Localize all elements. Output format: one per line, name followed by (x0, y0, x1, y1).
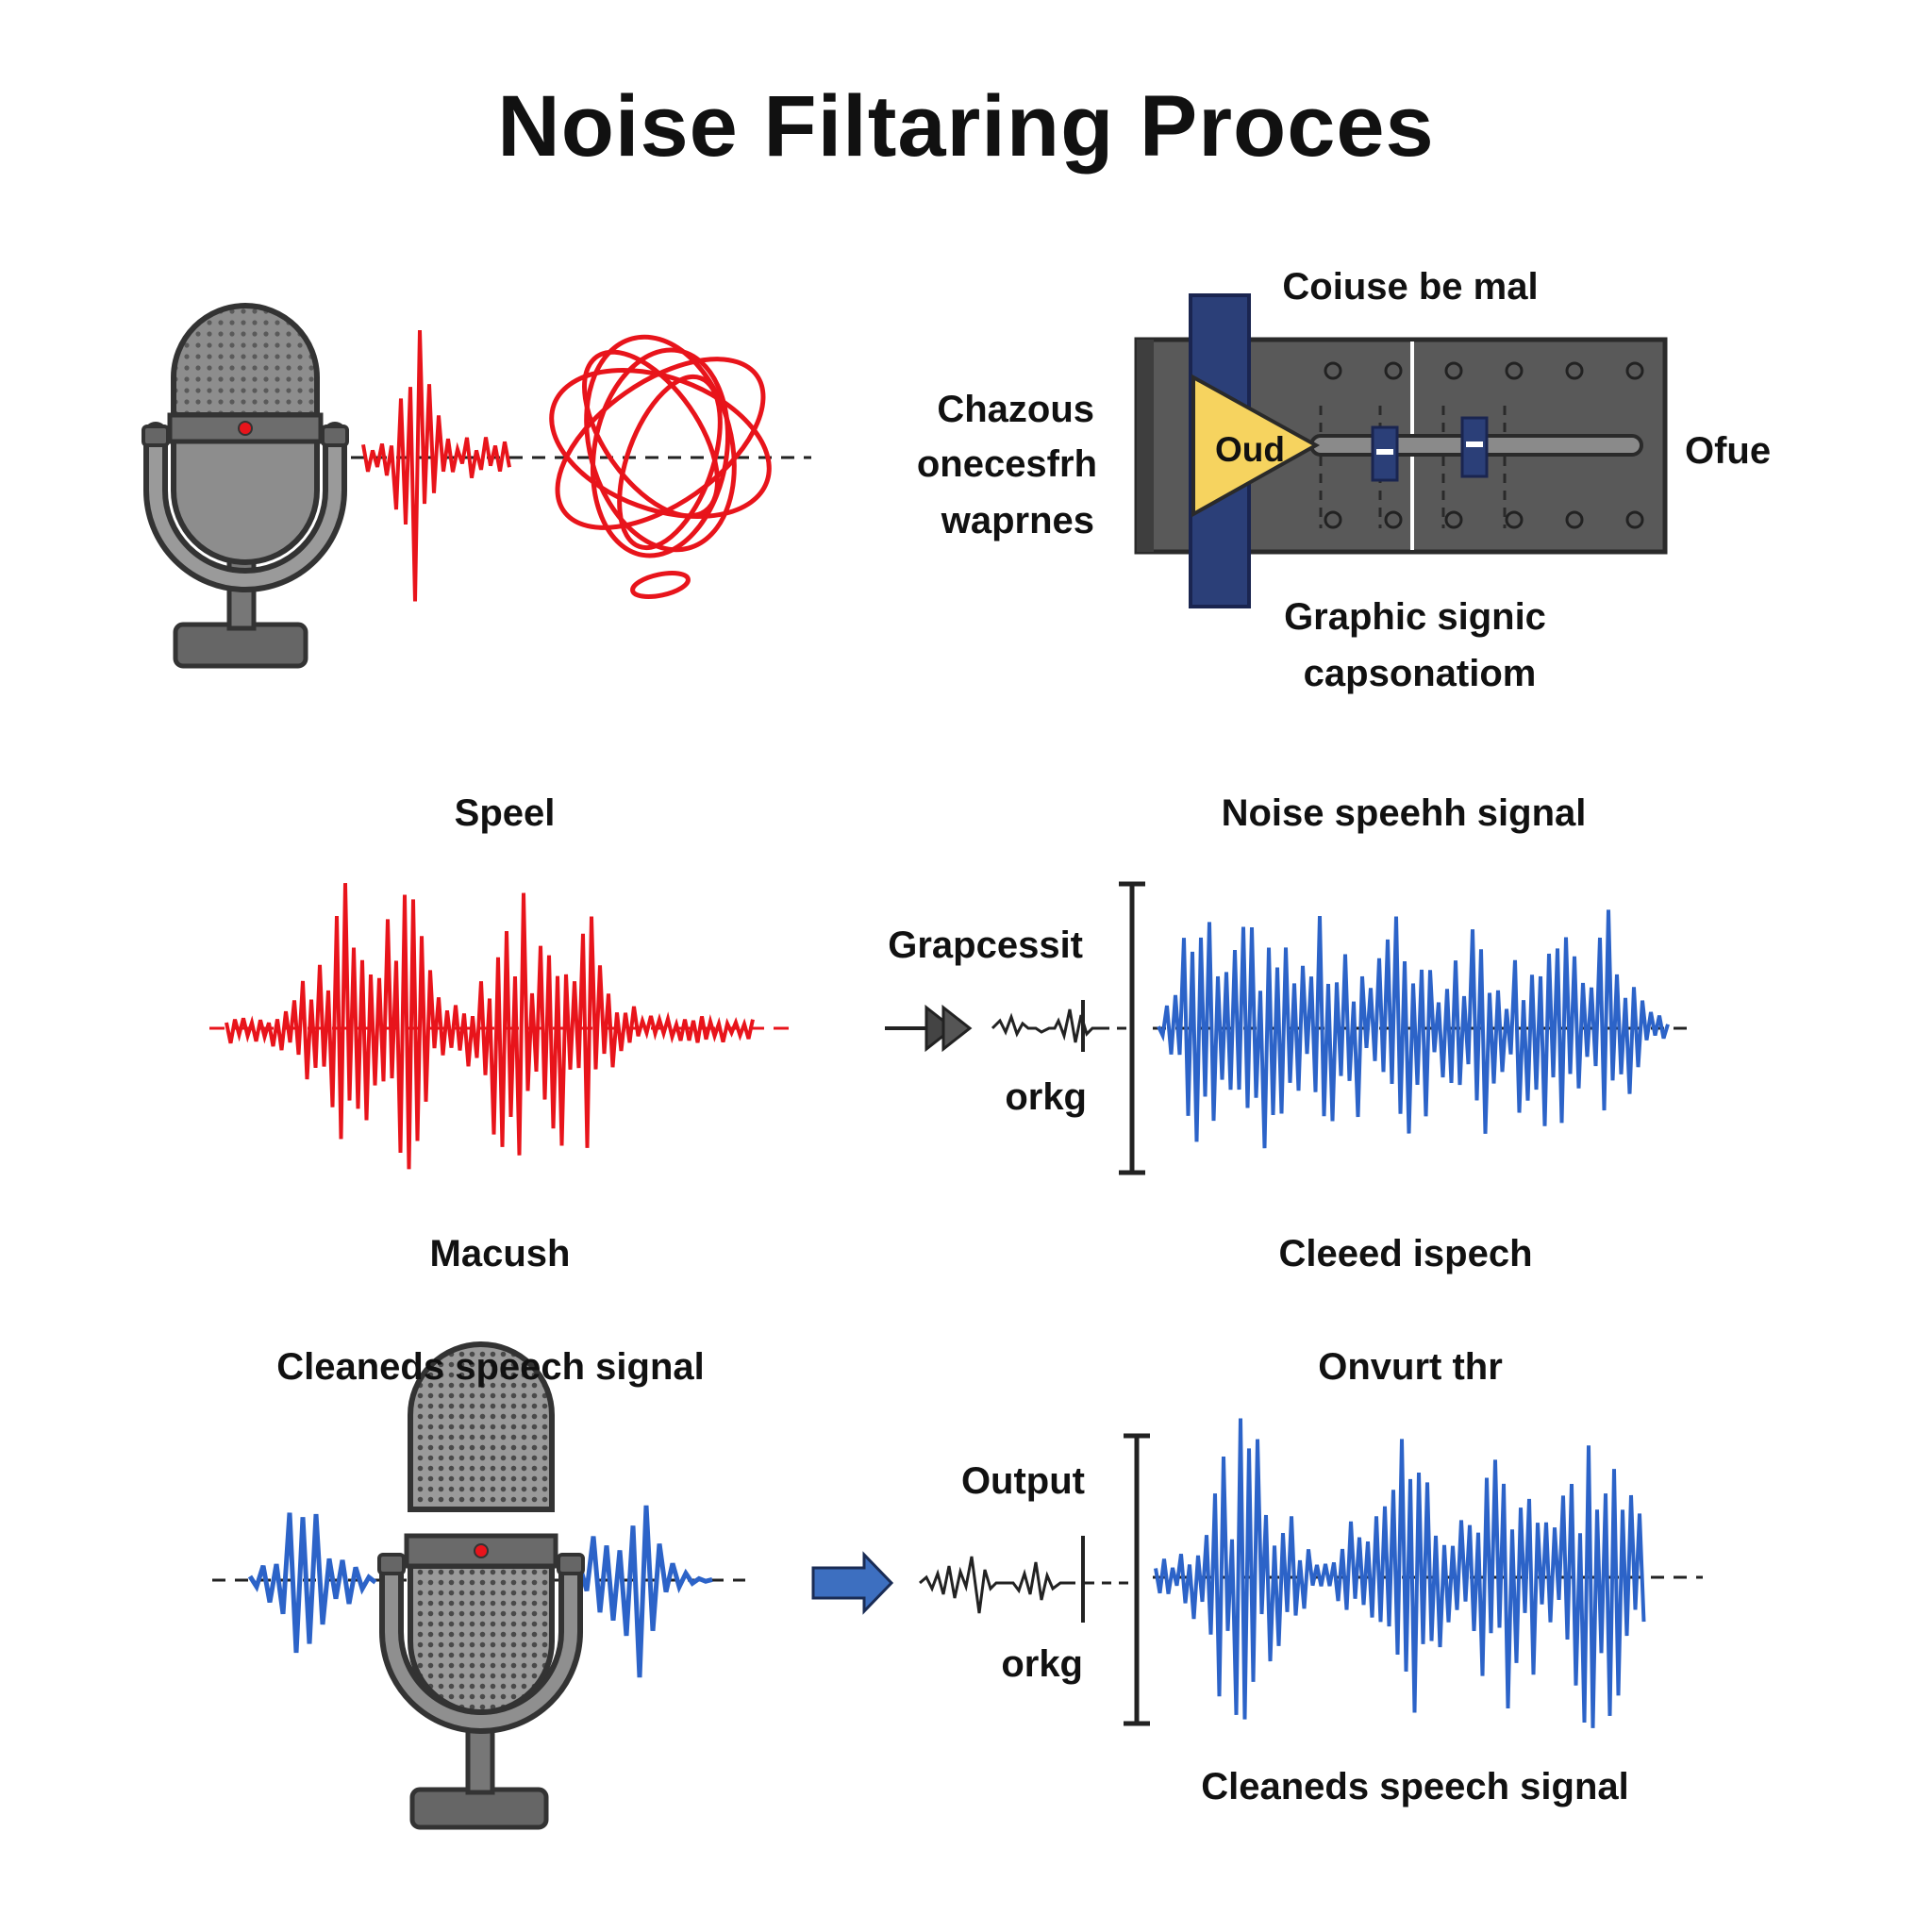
noisy-speech-wave (225, 883, 755, 1170)
label-mid-right-bottom: Cleeed ispech (1278, 1233, 1533, 1274)
bracket (1119, 881, 1145, 1175)
clean-wave-left (247, 1512, 377, 1654)
small-signal-trace (919, 1556, 1075, 1614)
wave-trace (577, 1505, 713, 1678)
label-mid-right-top: Noise speehh signal (1221, 792, 1587, 834)
label-bottom-right-top: Onvurt thr (1318, 1346, 1503, 1388)
wave-trace (225, 883, 755, 1170)
label-left-line-3: waprnes (941, 500, 1094, 541)
wave-trace (1154, 1418, 1646, 1728)
wave-trace (247, 1512, 377, 1654)
label-bottom-filter-line-2: capsonatiom (1303, 653, 1537, 694)
label-mid-right-upper: Grapcessit (888, 924, 1083, 966)
label-right-filter: Ofue (1685, 430, 1772, 472)
output-arrow-icon (811, 1551, 894, 1615)
label-mid-left-bottom: Macush (429, 1233, 571, 1274)
triangle-label: Oud (1215, 430, 1285, 469)
label-bottom-right-upper: Output (960, 1460, 1085, 1502)
input-arrow-icon (885, 1004, 973, 1053)
clean-wave-right (577, 1505, 713, 1678)
noise-wave (361, 329, 511, 602)
diagram-title: Noise Filtaring Proces (497, 78, 1435, 175)
wave-trace (361, 329, 511, 602)
filter-device (1134, 293, 1668, 608)
chaotic-noise-scribble (549, 334, 772, 599)
label-left-line-1: Chazous (937, 389, 1094, 430)
label-left-line-2: onecesfrh (916, 443, 1097, 485)
label-mid-right-lower: orkg (1005, 1076, 1087, 1118)
filtered-speech-wave (1157, 909, 1670, 1149)
microphone-icon (142, 303, 349, 669)
label-mid-left-top: Speel (454, 792, 556, 834)
microphone-icon (377, 1341, 585, 1830)
bracket (1124, 1433, 1150, 1726)
label-bottom-right-bottom: Cleaneds speech signal (1201, 1766, 1629, 1807)
label-bottom-filter-line-1: Graphic signic (1284, 596, 1546, 638)
label-bottom-left-top: Cleaneds speech signal (276, 1346, 705, 1388)
label-bottom-right-lower: orkg (1001, 1643, 1083, 1685)
wave-trace (1157, 909, 1670, 1149)
output-speech-wave (1154, 1418, 1646, 1728)
label-top-filter: Coiuse be mal (1282, 266, 1539, 308)
